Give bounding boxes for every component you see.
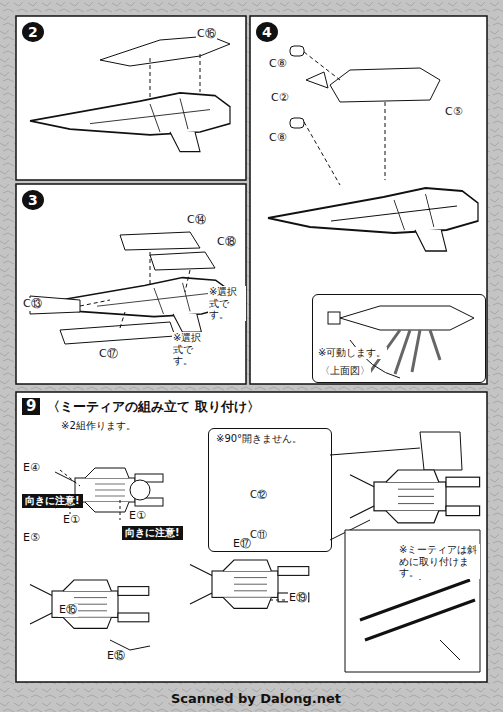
part-number: C⑰ <box>98 348 119 361</box>
warning-tag: 向きに注意! <box>122 526 183 540</box>
part-number: E⑮ <box>106 650 126 663</box>
part-number: C⑱ <box>216 236 237 249</box>
part-number: C⑬ <box>22 298 43 311</box>
part-number: C⑧ <box>268 132 288 145</box>
step-number: 9 <box>22 398 40 415</box>
warning-tag: 向きに注意! <box>22 494 83 508</box>
part-number: C⑭ <box>186 214 207 227</box>
part-number: C② <box>270 92 290 105</box>
step-number: 4 <box>256 22 278 42</box>
inset-box: ※可動します。〈上面図〉 <box>312 294 486 383</box>
part-number: C⑫ <box>249 489 268 501</box>
watermark: Scanned by Dalong.net <box>170 692 342 707</box>
part-number: E⑲ <box>288 592 308 605</box>
part-number: E① <box>62 514 81 527</box>
step-number: 3 <box>22 190 44 210</box>
note: 〈上面図〉 <box>319 365 371 377</box>
part-number: ※2組作ります。 <box>60 420 137 432</box>
note: ※90°開きません。 <box>215 433 303 445</box>
part-number: E⑰ <box>232 538 252 551</box>
part-number: E⑯ <box>58 604 78 617</box>
part-number: E④ <box>22 462 41 475</box>
section-title: 〈ミーティアの組み立て 取り付け〉 <box>46 400 261 415</box>
part-number: C⑯ <box>196 28 217 41</box>
note: ※可動します。 <box>317 347 387 359</box>
step-number: 2 <box>22 22 44 42</box>
note: ※ミーティアは斜めに取り付けます。 <box>398 544 480 579</box>
part-number: E⑤ <box>22 532 41 545</box>
note: ※選択式です。 <box>172 332 210 367</box>
part-number: C⑤ <box>444 106 464 119</box>
part-number: E① <box>128 510 147 523</box>
note: ※選択式です。 <box>208 286 246 321</box>
section-header: 9 〈ミーティアの組み立て 取り付け〉 <box>22 398 342 420</box>
part-number: C⑧ <box>268 58 288 71</box>
inset-box: ※90°開きません。C⑫C⑪ <box>208 428 332 552</box>
